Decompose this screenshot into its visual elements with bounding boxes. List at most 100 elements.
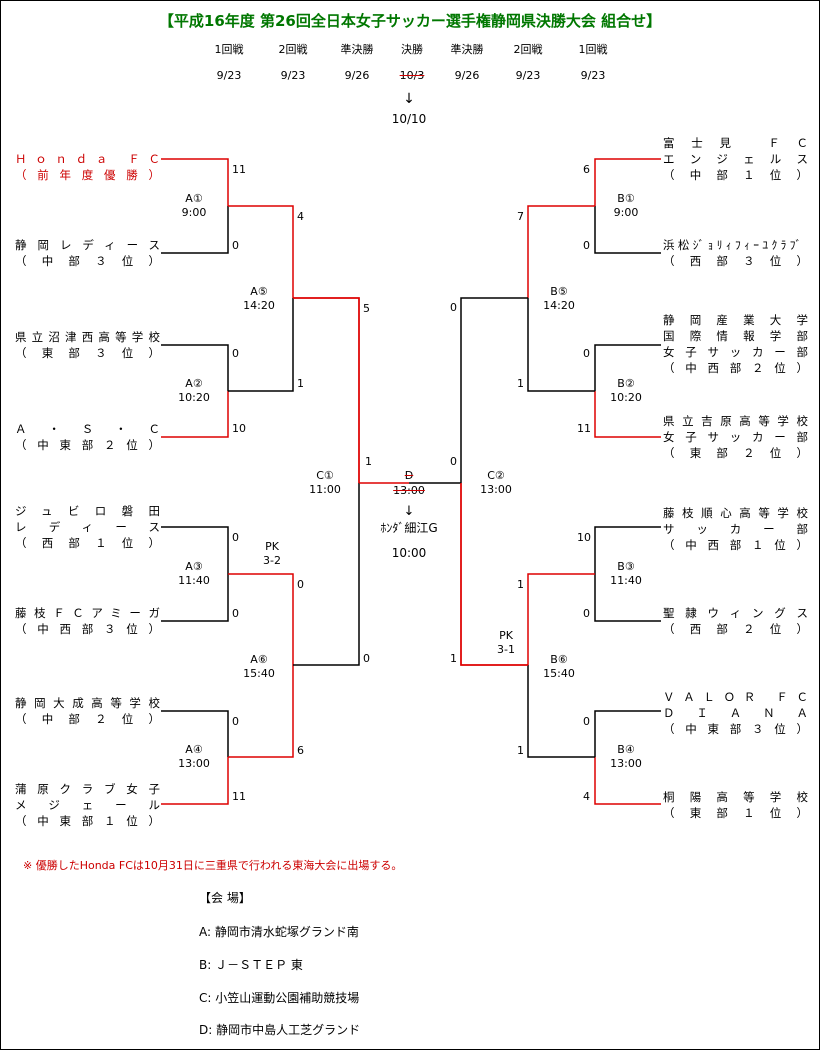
line-A3-bottom bbox=[161, 574, 229, 622]
round-header-6: 2回戦 bbox=[513, 43, 543, 56]
round-date-7: 9/23 bbox=[580, 69, 606, 82]
line-C1-bottom bbox=[293, 483, 360, 666]
venue-heading: 【会 場】 bbox=[199, 891, 251, 905]
team-left-7: 静岡大成高等学校（中部２位） bbox=[15, 696, 160, 726]
round-date-6: 9/23 bbox=[515, 69, 541, 82]
line-A2-top bbox=[161, 344, 229, 391]
score-right-5: 10 bbox=[577, 531, 591, 544]
line-B1-top bbox=[594, 158, 661, 206]
line-A3-top bbox=[161, 526, 229, 574]
team-left-4: Ａ・Ｓ・Ｃ（中東部２位） bbox=[15, 422, 160, 452]
new-final-date: 10/10 bbox=[391, 112, 427, 126]
final-time: 13:00 bbox=[393, 484, 425, 497]
line-A1-bottom bbox=[161, 206, 229, 254]
line-C2-winner bbox=[460, 483, 528, 666]
team-left-8: 蒲原クラブ女子メジェール（中東部１位） bbox=[15, 782, 160, 828]
score-A5-bottom: 1 bbox=[297, 377, 304, 390]
score-right-7: 0 bbox=[583, 715, 590, 728]
team-right-8: 桐陽高等学校（東部１位） bbox=[663, 790, 808, 820]
score-B6-bottom: 1 bbox=[517, 744, 524, 757]
score-C1-top: 5 bbox=[363, 302, 370, 315]
line-B6-top bbox=[527, 573, 595, 665]
final-arrow-icon: ↓ bbox=[403, 504, 415, 519]
line-B1-bottom bbox=[594, 206, 661, 254]
score-left-8: 11 bbox=[232, 790, 246, 803]
score-final-right: 0 bbox=[450, 455, 457, 468]
team-left-1: Ｈｏｎｄａ ＦＣ（前年度優勝） bbox=[15, 152, 160, 182]
line-C1-winner bbox=[293, 297, 360, 483]
line-B6-bottom bbox=[527, 665, 595, 758]
score-left-3: 0 bbox=[232, 347, 239, 360]
score-right-4: 11 bbox=[577, 422, 591, 435]
line-A1-top bbox=[161, 158, 229, 206]
round-header-5: 準決勝 bbox=[450, 43, 484, 56]
down-arrow-icon: ↓ bbox=[403, 91, 415, 107]
team-left-3: 県立沼津西高等学校（東部３位） bbox=[15, 330, 160, 360]
line-A5-bottom bbox=[228, 298, 294, 392]
score-left-2: 0 bbox=[232, 239, 239, 252]
team-left-6: 藤枝ＦＣアミーガ（中西部３位） bbox=[15, 606, 160, 636]
team-right-5: 藤枝順心高等学校サッカー部（中西部１位） bbox=[663, 506, 808, 552]
venue-D: D: 静岡市中島人工芝グランド bbox=[199, 1023, 361, 1037]
team-right-2: 浜松ｼﾞｮﾘｨﾌｨｰﾕｸﾗﾌﾞ（西部３位） bbox=[663, 238, 808, 268]
team-right-6: 聖隷ウィングス（西部２位） bbox=[663, 606, 808, 636]
score-A6-top: 0 bbox=[297, 578, 304, 591]
round-header-2: 2回戦 bbox=[278, 43, 308, 56]
final-new-venue: ﾎﾝﾀﾞ細江G bbox=[380, 521, 438, 535]
line-B3-bottom bbox=[594, 574, 661, 622]
score-C2-bottom: 1 bbox=[450, 652, 457, 665]
score-B5-top: 7 bbox=[517, 210, 524, 223]
page-title: 【平成16年度 第26回全日本女子サッカー選手権静岡県決勝大会 組合せ】 bbox=[158, 12, 662, 30]
round-date-3: 9/26 bbox=[344, 69, 370, 82]
score-right-2: 0 bbox=[583, 239, 590, 252]
line-B2-bottom bbox=[594, 391, 661, 438]
team-right-3: 静岡産業大学国際情報学部女子サッカー部（中西部２位） bbox=[663, 313, 808, 375]
score-left-5: 0 bbox=[232, 531, 239, 544]
score-right-6: 0 bbox=[583, 607, 590, 620]
line-C2-top bbox=[460, 297, 528, 483]
bracket-lines bbox=[161, 158, 661, 805]
score-C1-bottom: 0 bbox=[363, 652, 370, 665]
line-B5-top bbox=[527, 205, 595, 298]
round-header-7: 1回戦 bbox=[578, 43, 608, 56]
venue-A: A: 静岡市清水蛇塚グランド南 bbox=[199, 925, 359, 939]
line-B4-bottom bbox=[594, 757, 661, 805]
score-A6-bottom: 6 bbox=[297, 744, 304, 757]
score-left-7: 0 bbox=[232, 715, 239, 728]
round-header-3: 準決勝 bbox=[340, 43, 374, 56]
round-date-5: 9/26 bbox=[454, 69, 480, 82]
line-A2-bottom bbox=[161, 391, 229, 438]
score-B5-bottom: 1 bbox=[517, 377, 524, 390]
round-header-1: 1回戦 bbox=[214, 43, 244, 56]
score-right-3: 0 bbox=[583, 347, 590, 360]
line-A4-top bbox=[161, 710, 229, 757]
line-A6-top bbox=[228, 573, 294, 665]
score-right-1: 6 bbox=[583, 163, 590, 176]
round-date-1: 9/23 bbox=[216, 69, 242, 82]
line-A5-top bbox=[228, 205, 294, 298]
team-left-5: ジュビロ磐田レディース（西部１位） bbox=[15, 504, 160, 550]
round-date-4: 10/3 bbox=[399, 69, 425, 82]
round-date-2: 9/23 bbox=[280, 69, 306, 82]
score-left-4: 10 bbox=[232, 422, 246, 435]
line-A4-bottom bbox=[161, 757, 229, 805]
team-right-4: 県立吉原高等学校女子サッカー部（東部２位） bbox=[663, 414, 808, 460]
line-B3-top bbox=[594, 526, 661, 574]
final-new-time: 10:00 bbox=[391, 546, 427, 560]
line-B5-bottom bbox=[527, 298, 595, 392]
line-B4-top bbox=[594, 710, 661, 757]
